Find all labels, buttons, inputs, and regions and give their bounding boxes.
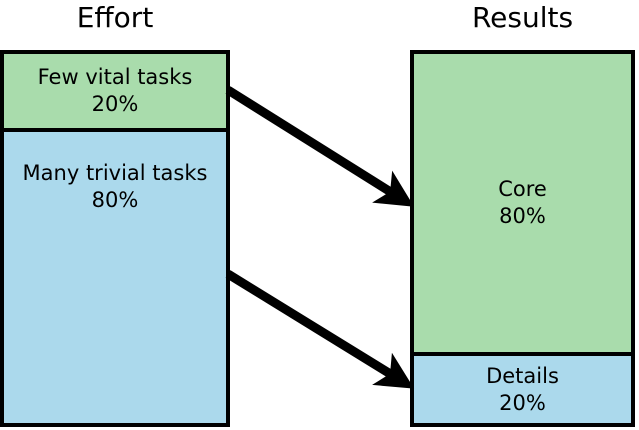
segment-label: Many trivial tasks — [22, 161, 208, 185]
arrow-vital-to-core-icon — [225, 86, 415, 207]
segment-value: 80% — [499, 204, 546, 228]
effort-segment-many-trivial-tasks[interactable]: Many trivial tasks 80% — [4, 132, 226, 423]
results-segment-core[interactable]: Core 80% — [414, 54, 631, 356]
results-stack: Core 80% Details 20% — [410, 50, 635, 427]
effort-segment-few-vital-tasks[interactable]: Few vital tasks 20% — [4, 54, 226, 132]
segment-value: 20% — [91, 92, 139, 116]
segment-value: 80% — [91, 188, 139, 212]
results-segment-details[interactable]: Details 20% — [414, 356, 631, 423]
segment-label: Few vital tasks — [37, 65, 193, 89]
segment-value: 20% — [499, 390, 546, 415]
results-column-title: Results — [471, 1, 574, 34]
segment-label: Core — [498, 177, 547, 201]
arrow-trivial-to-details-icon — [225, 270, 415, 389]
effort-column-title: Effort — [76, 1, 154, 34]
segment-label: Details — [486, 363, 559, 388]
effort-stack: Few vital tasks 20% Many trivial tasks 8… — [0, 50, 230, 427]
